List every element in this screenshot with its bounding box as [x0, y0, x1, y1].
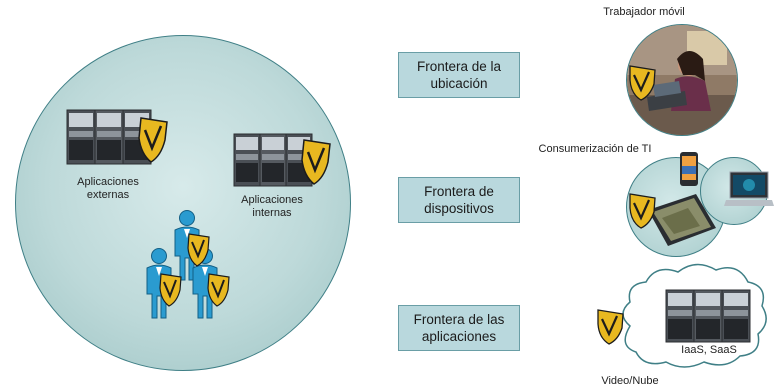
video-cloud-label: Video/Nube	[601, 375, 659, 387]
apps-external-label: Aplicaciones externas	[77, 176, 139, 201]
devices-icon	[648, 152, 774, 246]
cloud-icon	[622, 263, 767, 368]
internal-servers-icon	[233, 133, 331, 187]
consumerization-label: Consumerización de TI	[538, 143, 652, 155]
external-servers-icon	[66, 109, 168, 165]
mobile-worker-label: Trabajador móvil	[603, 6, 685, 18]
apps-internal-label: Aplicaciones internas	[241, 194, 303, 219]
device-shield-icon	[629, 193, 656, 229]
users-group-icon	[146, 210, 230, 319]
cloud-services-label: IaaS, SaaS	[681, 344, 737, 356]
cloud-shield-icon	[597, 309, 624, 345]
enterprise-perimeter-circle	[15, 35, 351, 371]
mobile-shield-icon	[629, 65, 656, 101]
